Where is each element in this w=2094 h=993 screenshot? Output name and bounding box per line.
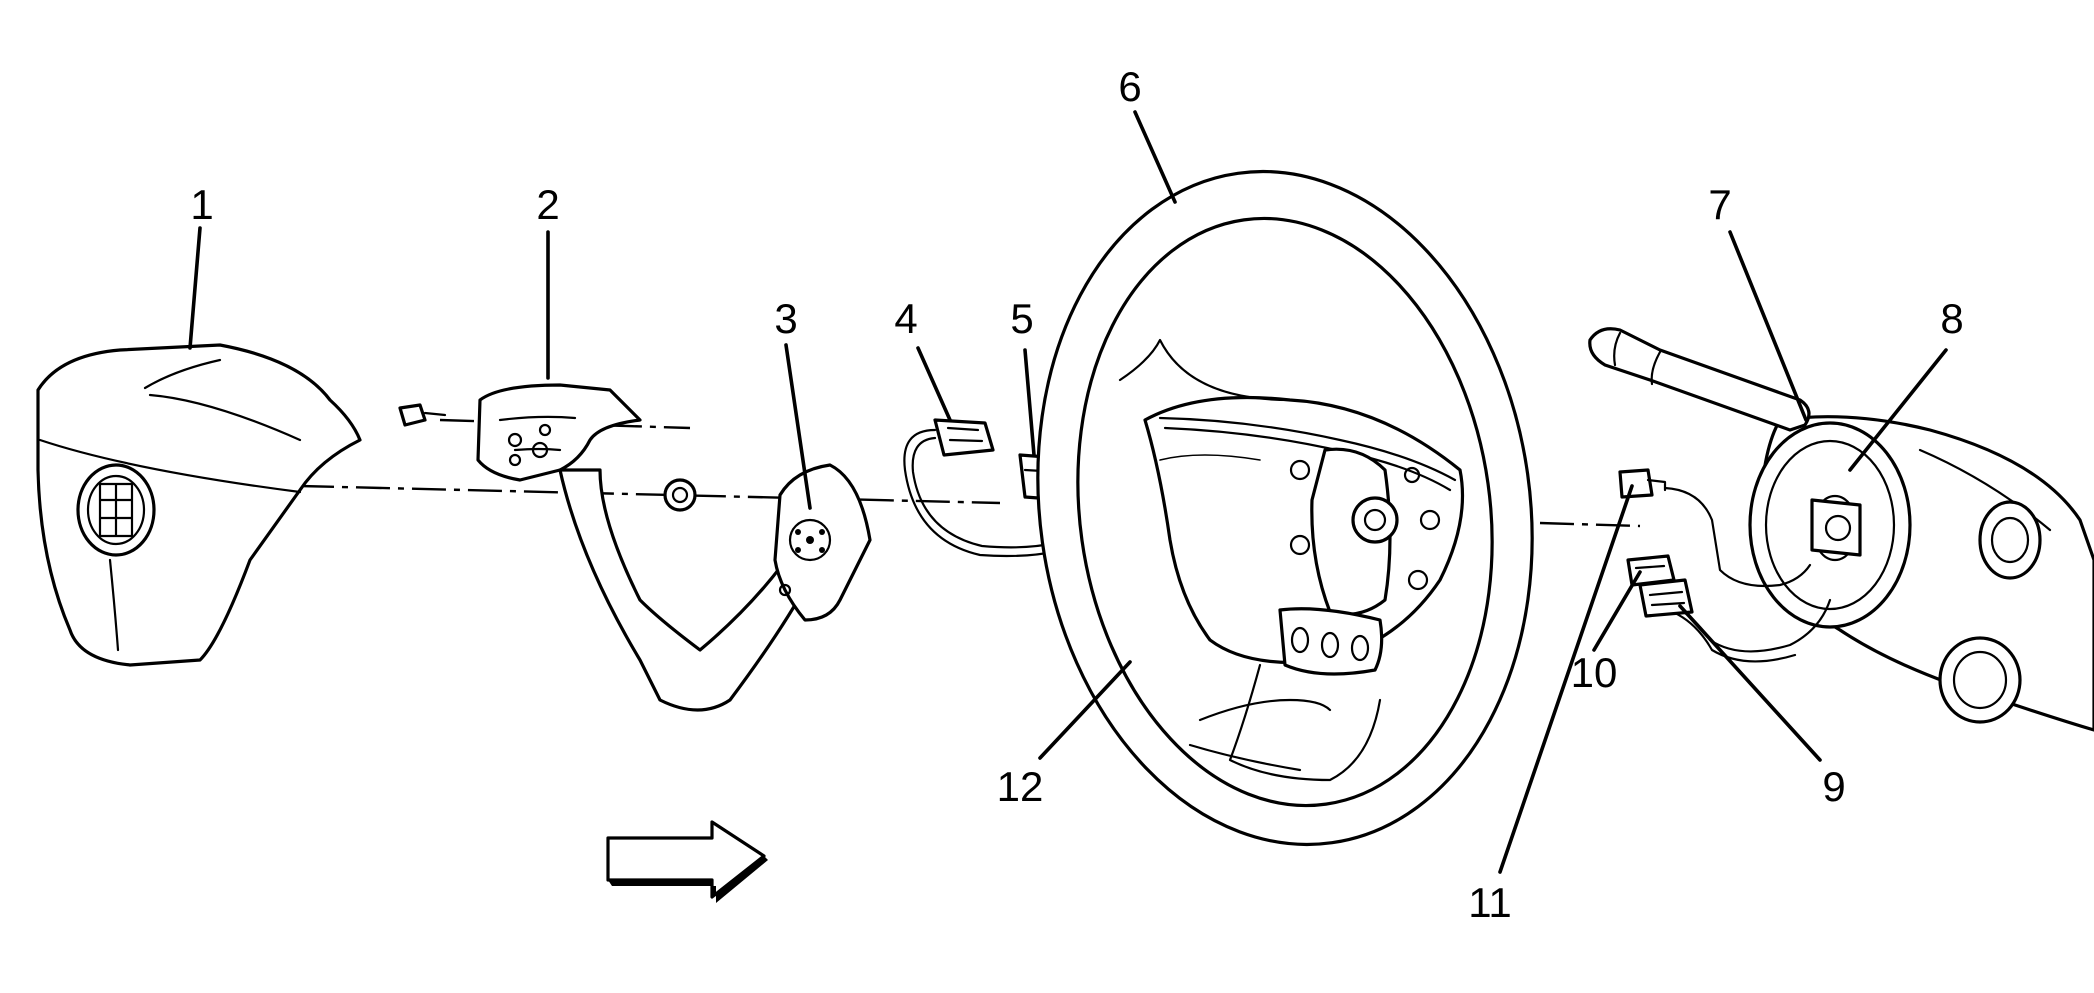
callout-5: 5 bbox=[1010, 295, 1033, 342]
steering-wheel bbox=[1036, 169, 1534, 847]
direction-arrow bbox=[606, 820, 768, 903]
callout-6: 6 bbox=[1118, 63, 1141, 110]
connector-10 bbox=[1626, 554, 1676, 587]
callout-7: 7 bbox=[1708, 181, 1731, 228]
callout-2: 2 bbox=[536, 181, 559, 228]
callout-12: 12 bbox=[997, 763, 1044, 810]
callout-9: 9 bbox=[1822, 763, 1845, 810]
connector-11 bbox=[1618, 468, 1667, 499]
callout-8: 8 bbox=[1940, 295, 1963, 342]
leader-lines bbox=[188, 110, 1948, 874]
callout-10: 10 bbox=[1571, 649, 1618, 696]
callout-4: 4 bbox=[894, 295, 917, 342]
callouts: 1 2 3 4 5 6 7 8 9 10 11 12 bbox=[190, 63, 1963, 926]
clockspring-coil bbox=[1748, 421, 1912, 629]
connector-4 bbox=[933, 418, 995, 457]
airbag-module bbox=[36, 343, 362, 667]
callout-3: 3 bbox=[774, 295, 797, 342]
callout-11: 11 bbox=[1468, 879, 1512, 926]
callout-1: 1 bbox=[190, 181, 213, 228]
steering-wheel-switch bbox=[773, 463, 872, 622]
